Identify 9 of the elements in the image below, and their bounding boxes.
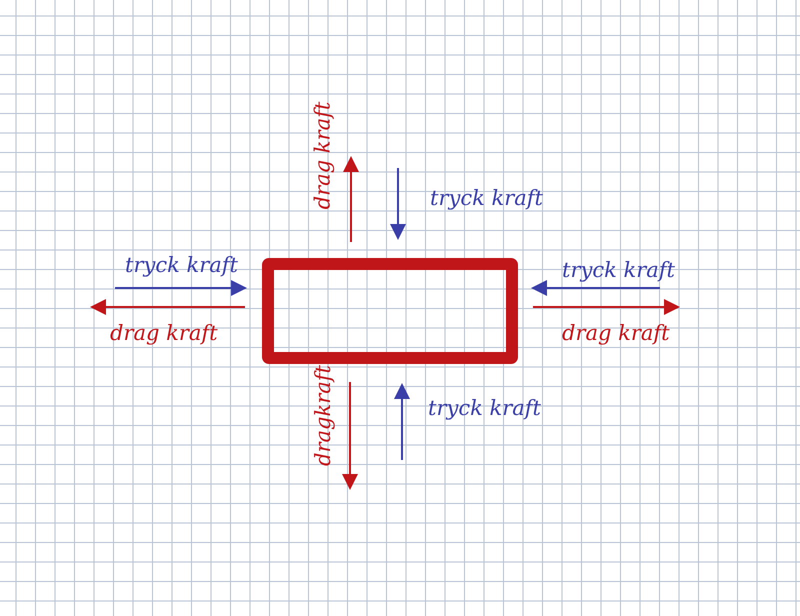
force-label: tryck kraft — [430, 188, 543, 209]
force-label: tryck kraft — [428, 398, 541, 419]
rectangle-frame — [262, 258, 518, 364]
force-label: drag kraft — [562, 323, 670, 344]
force-label: drag kraft — [312, 101, 334, 209]
force-label: tryck kraft — [125, 255, 238, 276]
force-label: drag kraft — [110, 323, 218, 344]
force-label: tryck kraft — [562, 260, 675, 281]
force-label: dragkraft — [312, 364, 334, 466]
